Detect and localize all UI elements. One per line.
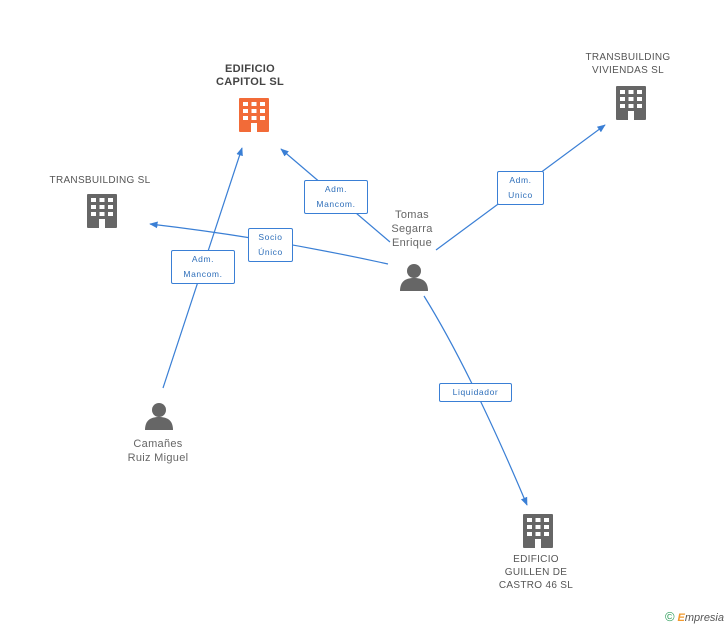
transbuilding-viviendas-building-icon[interactable] [616, 86, 646, 120]
transbuilding-building-icon[interactable] [87, 194, 117, 228]
guillen-building-icon[interactable] [523, 514, 553, 548]
copyright-icon: © [664, 609, 675, 624]
camanes-person-icon[interactable] [145, 403, 173, 430]
empresia-logo: ©Empresia [664, 609, 724, 624]
edge-label-camanes-capitol: Adm. Mancom. [171, 250, 235, 284]
edge-label-tomas-capitol: Adm. Mancom. [304, 180, 368, 214]
edificio-capitol-building-icon[interactable] [239, 98, 269, 132]
edge-label-tomas-transbuilding: Socio Único [248, 228, 293, 262]
guillen-label[interactable]: EDIFICIO GUILLEN DE CASTRO 46 SL [498, 554, 574, 591]
edificio-capitol-label[interactable]: EDIFICIO CAPITOL SL [216, 63, 284, 88]
tomas-person-icon[interactable] [400, 264, 428, 291]
tomas-label[interactable]: Tomas Segarra Enrique [391, 209, 433, 249]
transbuilding-label[interactable]: TRANSBUILDING SL [49, 175, 151, 186]
camanes-label[interactable]: Camañes Ruiz Miguel [127, 438, 189, 464]
edge-label-tomas-viviendas: Adm. Unico [497, 171, 544, 205]
transbuilding-viviendas-label[interactable]: TRANSBUILDING VIVIENDAS SL [585, 52, 671, 76]
edge-label-tomas-guillen: Liquidador [439, 383, 512, 402]
